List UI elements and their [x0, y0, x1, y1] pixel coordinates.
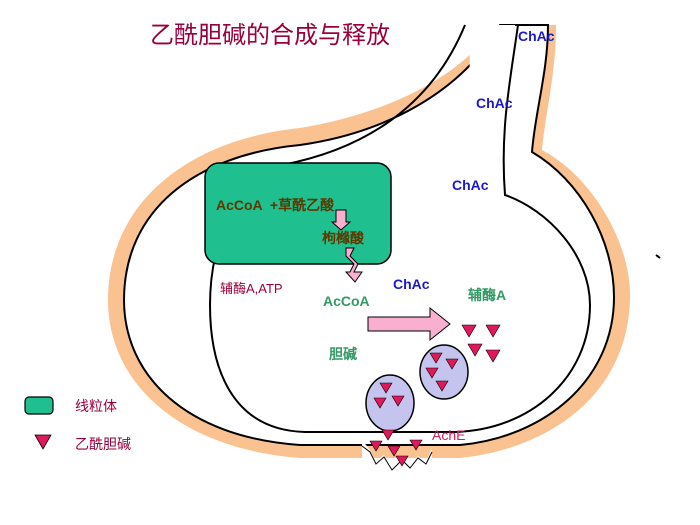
ach-molecule	[435, 380, 449, 392]
ach-molecule	[461, 324, 477, 338]
ach-molecule	[445, 358, 459, 370]
citrate-label: 枸橼酸	[322, 230, 365, 246]
ach-molecule	[485, 324, 501, 338]
ach-molecule	[395, 455, 409, 467]
ach-molecule	[373, 397, 387, 409]
ach-molecule	[409, 439, 423, 451]
legend-mitochondrion-swatch	[24, 396, 54, 415]
ach-cluster-free	[461, 324, 501, 363]
ach-cluster-released	[369, 429, 423, 467]
ache-label: AchE	[432, 427, 465, 443]
margin-tick-mark	[655, 254, 661, 259]
ach-molecule	[485, 349, 501, 363]
chac-label-axon-3: ChAc	[452, 177, 489, 193]
ach-molecule	[387, 445, 401, 457]
ach-molecule	[381, 429, 395, 441]
choline-label: 胆碱	[329, 346, 357, 362]
mitochondrion	[204, 162, 392, 265]
synthesis-arrow	[367, 306, 451, 342]
legend-acetylcholine-label: 乙酰胆碱	[75, 436, 131, 452]
chac-label-terminal: ChAc	[393, 276, 430, 292]
ach-molecule	[467, 343, 483, 357]
ach-cluster-vesicle-1	[425, 352, 459, 392]
chac-label-axon-1: ChAc	[518, 28, 555, 44]
ach-molecule	[429, 352, 443, 364]
diagram-title: 乙酰胆碱的合成与释放	[150, 22, 390, 49]
ach-molecule	[391, 395, 405, 407]
chac-label-axon-2: ChAc	[476, 95, 513, 111]
legend-acetylcholine-triangle	[34, 434, 52, 450]
coenzyme-a-label: 辅酶A	[468, 287, 506, 303]
mito-reaction-label: AcCoA +草酰乙酸	[216, 197, 335, 213]
legend-mitochondrion-label: 线粒体	[75, 398, 117, 414]
axon-channel	[469, 25, 515, 190]
mito-down-arrow	[330, 209, 352, 231]
release-site-edge	[361, 445, 433, 471]
ach-molecule	[425, 367, 439, 379]
citrate-transport-arrow	[344, 247, 363, 283]
acoa-cytoplasm-label: AcCoA	[323, 293, 370, 309]
cofactors-label: 辅酶A,ATP	[220, 281, 283, 296]
ach-molecule	[379, 382, 393, 394]
ach-cluster-vesicle-2	[373, 382, 405, 409]
synaptic-vesicle	[419, 344, 469, 400]
ach-molecule	[369, 440, 383, 452]
